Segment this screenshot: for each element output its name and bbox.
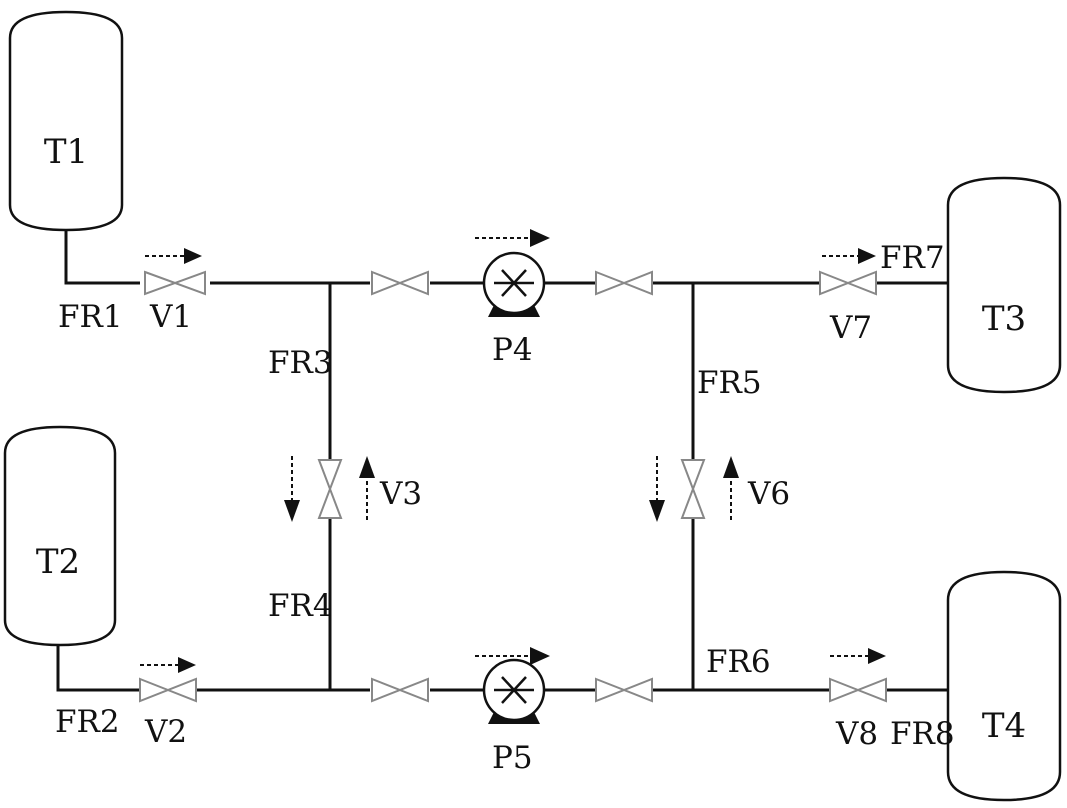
tank-label: T1 xyxy=(44,132,88,172)
flow-arrow-p5 xyxy=(475,647,550,665)
valve-lower-right xyxy=(595,677,653,703)
valve-label-v7: V7 xyxy=(829,310,872,346)
tank-t1: T1 xyxy=(8,10,124,232)
valve-lower-left xyxy=(371,677,429,703)
flow-label-fr3: FR3 xyxy=(268,345,333,381)
flow-label-fr5: FR5 xyxy=(697,365,762,401)
valve-v2 xyxy=(139,677,197,703)
labels: FR1 V1 FR3 P4 FR7 V7 FR5 V3 V6 FR4 FR6 F… xyxy=(55,240,955,776)
flow-arrow-v2 xyxy=(140,657,196,673)
pump-label-p4: P4 xyxy=(492,332,533,368)
flow-label-fr8: FR8 xyxy=(890,716,955,752)
tank-label: T3 xyxy=(982,299,1026,339)
flow-arrow-v3-up xyxy=(359,456,375,522)
valve-v7 xyxy=(819,270,877,296)
valve-label-v3: V3 xyxy=(379,476,422,512)
flow-label-fr2: FR2 xyxy=(55,704,120,740)
flow-arrow-v1 xyxy=(145,248,202,264)
flow-label-fr4: FR4 xyxy=(268,588,333,624)
valve-label-v2: V2 xyxy=(144,714,187,750)
pipe-t2-outlet xyxy=(56,643,140,692)
flow-arrow-p4 xyxy=(475,229,550,247)
flow-arrow-v8 xyxy=(830,648,886,664)
tank-label: T2 xyxy=(36,542,80,582)
flow-arrow-v6-down xyxy=(649,456,665,522)
valve-v1 xyxy=(144,270,206,296)
tank-label: T4 xyxy=(982,706,1026,746)
tank-t4: T4 xyxy=(946,570,1062,802)
valve-v6 xyxy=(680,459,706,519)
valve-label-v8: V8 xyxy=(835,716,878,752)
pump-p4 xyxy=(482,251,546,317)
valve-label-v6: V6 xyxy=(747,476,790,512)
flow-arrow-v7 xyxy=(822,248,876,264)
flow-label-fr6: FR6 xyxy=(706,644,771,680)
pipes xyxy=(56,228,948,692)
pump-p5 xyxy=(482,658,546,724)
valve-v3 xyxy=(317,459,343,519)
flow-arrow-v6-up xyxy=(723,456,739,522)
valve-v8 xyxy=(829,677,887,703)
flow-label-fr1: FR1 xyxy=(58,299,123,335)
valve-label-v1: V1 xyxy=(149,299,192,335)
tank-t3: T3 xyxy=(946,176,1062,394)
valve-upper-right xyxy=(595,270,653,296)
valve-upper-left xyxy=(371,270,429,296)
pump-label-p5: P5 xyxy=(492,740,533,776)
flow-label-fr7: FR7 xyxy=(880,240,945,276)
flow-arrow-v3-down xyxy=(284,456,300,522)
tank-t2: T2 xyxy=(3,425,117,647)
pipe-t1-outlet xyxy=(64,228,140,285)
